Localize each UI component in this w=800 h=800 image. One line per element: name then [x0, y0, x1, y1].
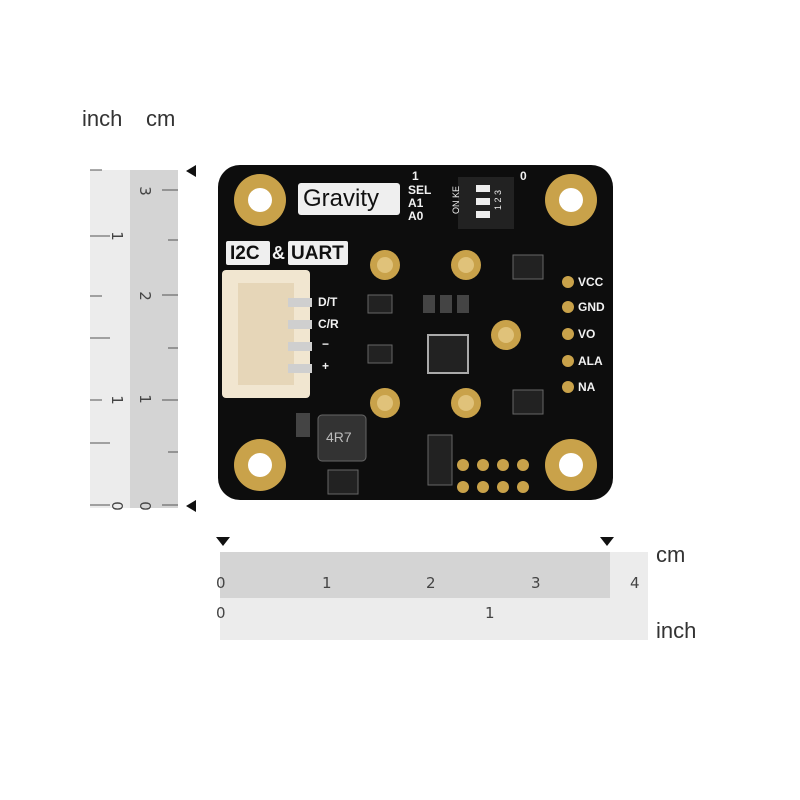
switch-label-a1: A1	[408, 196, 424, 210]
switch-label-a0: A0	[408, 209, 424, 223]
vertical-inch-tick-0: 0	[107, 501, 126, 511]
side-pin-gnd: GND	[578, 300, 605, 314]
vertical-inch-strip	[90, 170, 130, 508]
mounting-holes	[234, 174, 597, 491]
vertical-cm-unit: cm	[146, 106, 176, 131]
side-pin-vcc: VCC	[578, 275, 604, 289]
vertical-cm-tick-1: 1	[135, 394, 154, 404]
vertical-inch-tick-1b: 1	[107, 395, 126, 405]
horizontal-cm-strip	[220, 552, 610, 598]
horizontal-cm-unit: cm	[656, 542, 686, 567]
i2c-label: I2C	[230, 243, 260, 264]
vertical-inch-tick-1a: 1	[107, 231, 126, 241]
sensor-board: Gravity I2C & UART SEL A1 A0 1 0 ON KE 1…	[218, 165, 613, 500]
horizontal-inch-tick-1: 1	[485, 604, 495, 622]
connector-pin-minus: −	[322, 337, 330, 351]
i2c-badge	[226, 241, 270, 265]
board-artwork	[222, 174, 597, 495]
interface-amp: &	[272, 243, 285, 263]
horizontal-inch-unit: inch	[656, 618, 697, 643]
horizontal-cm-tick-1: 1	[322, 574, 332, 592]
inductor-label: 4R7	[326, 429, 352, 445]
side-pin-na: NA	[578, 380, 596, 394]
horizontal-cm-strip-end	[610, 552, 648, 598]
horizontal-cm-tick-2: 2	[426, 574, 436, 592]
side-pin-vo: VO	[578, 327, 596, 341]
switch-side-label: ON KE	[451, 185, 462, 215]
switch-top-0: 0	[520, 169, 527, 183]
side-pin-ala: ALA	[578, 354, 603, 368]
horizontal-inch-tick-0: 0	[216, 604, 226, 622]
vertical-cm-tick-2: 2	[135, 291, 154, 301]
vertical-cm-tick-3: 3	[135, 186, 154, 196]
uart-label: UART	[291, 243, 344, 264]
switch-label-sel: SEL	[408, 183, 432, 197]
vertical-inch-unit: inch	[82, 106, 123, 131]
horizontal-cm-tick-0: 0	[216, 574, 226, 592]
connector-pin-dt: D/T	[318, 295, 338, 309]
connector-pin-cr: C/R	[318, 317, 339, 331]
horizontal-cm-tick-3: 3	[531, 574, 541, 592]
vertical-cm-tick-0: 0	[135, 501, 154, 511]
horizontal-inch-strip	[220, 598, 648, 640]
connector-pin-plus: +	[322, 359, 330, 373]
switch-num-label: 1 2 3	[493, 189, 504, 211]
brand-label: Gravity	[303, 185, 380, 212]
uart-badge	[288, 241, 348, 265]
brand-badge	[298, 183, 400, 215]
horizontal-cm-tick-4: 4	[630, 574, 640, 592]
switch-top-1: 1	[412, 169, 419, 183]
